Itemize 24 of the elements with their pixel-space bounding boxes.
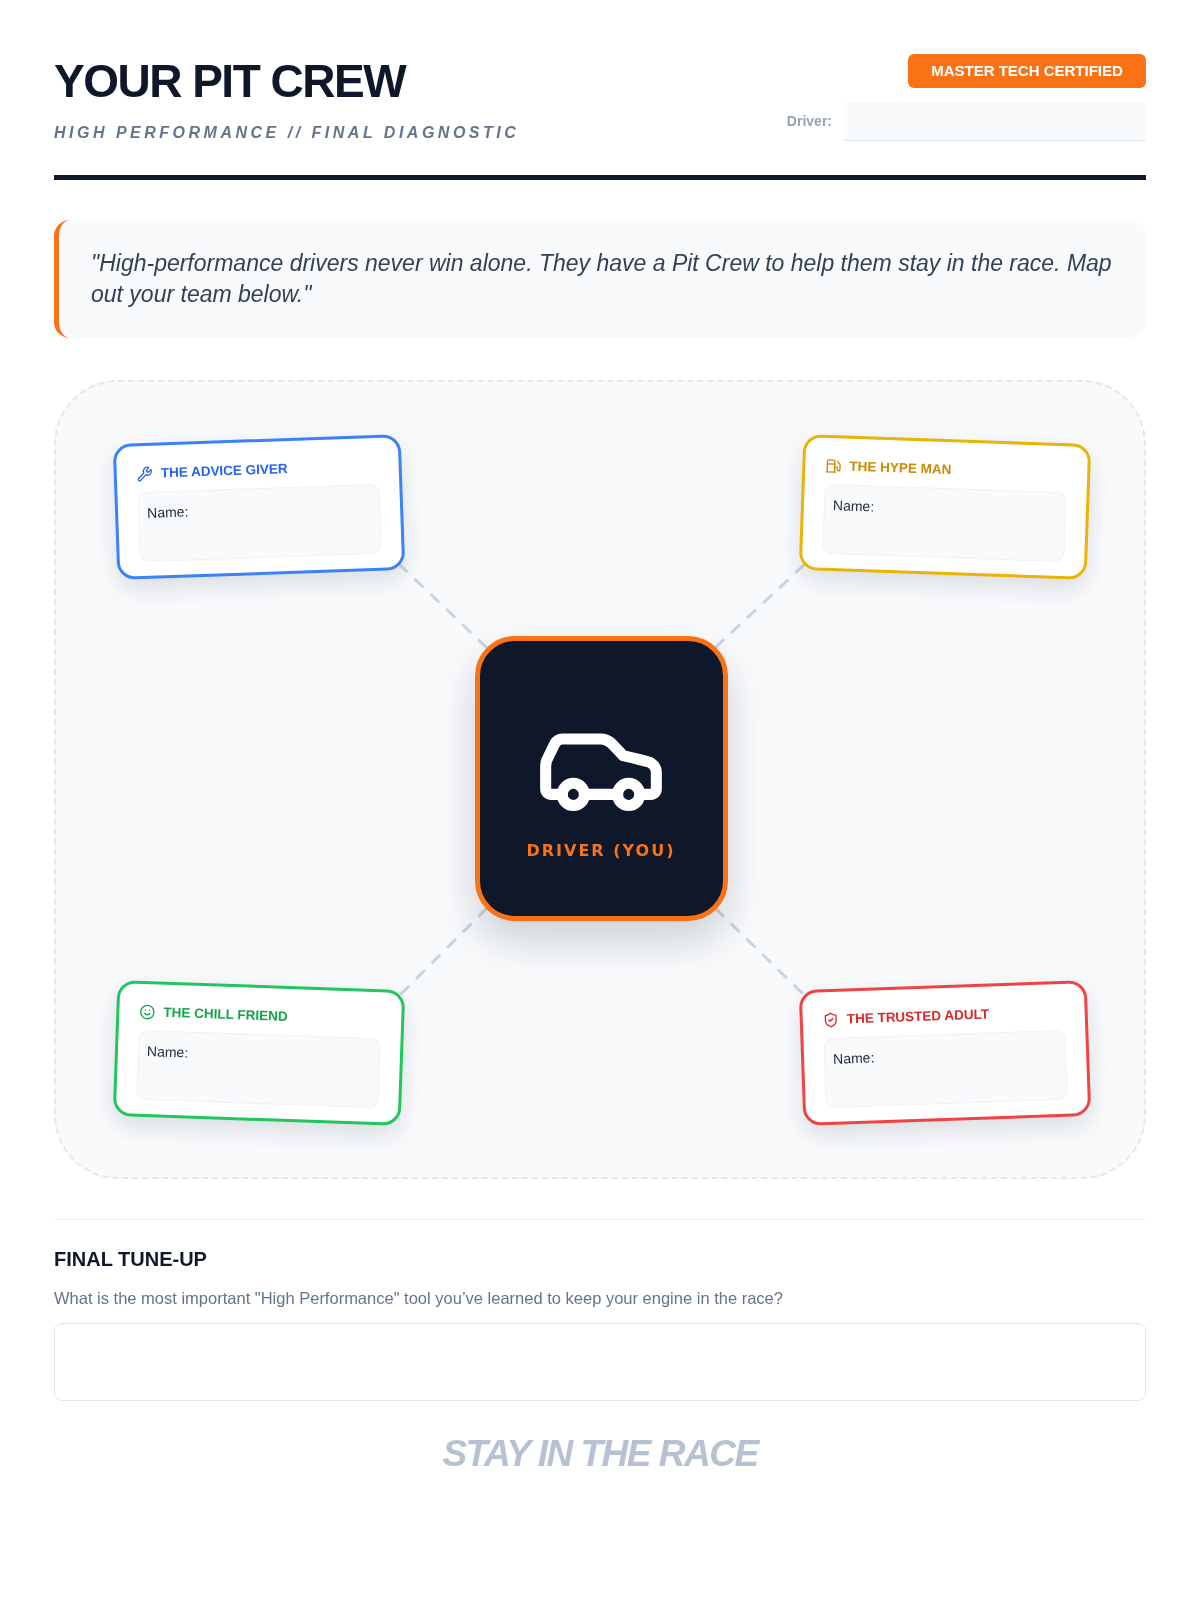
crew-map-panel: [54, 380, 1146, 1179]
footer-slogan: STAY IN THE RACE: [442, 1434, 758, 1474]
quote-text: "High-performance drivers never win alone. They have a Pit Crew to help them stay in the race. Map out your team below.": [91, 249, 1113, 309]
page-title: YOUR PIT CREW: [54, 58, 407, 104]
subtitle: HIGH PERFORMANCE // FINAL DIAGNOSTIC: [54, 123, 520, 143]
field-label: Name:: [832, 497, 875, 515]
driver-label: DRIVER (YOU): [526, 840, 676, 861]
driver-card: [474, 635, 728, 921]
field-label: Name:: [146, 503, 189, 521]
connector-line: [714, 563, 806, 649]
connector-line: [398, 563, 488, 649]
section-heading: FINAL TUNE-UP: [54, 1247, 208, 1271]
field-label: Driver:: [786, 112, 832, 131]
quote-box: [54, 220, 1146, 338]
connector-line: [398, 907, 488, 997]
role-title: THE HYPE MAN: [849, 459, 952, 477]
connector-line: [714, 907, 806, 997]
field-label: Name:: [832, 1049, 875, 1067]
field-label: Name:: [146, 1043, 189, 1061]
role-title: THE TRUSTED ADULT: [846, 1007, 990, 1027]
certified-badge: MASTER TECH CERTIFIED: [908, 54, 1146, 88]
role-title: THE CHILL FRIEND: [163, 1005, 288, 1024]
question-text: What is the most important "High Performance" tool you’ve learned to keep your engine in the race?: [54, 1288, 784, 1309]
role-title: THE ADVICE GIVER: [160, 462, 288, 481]
